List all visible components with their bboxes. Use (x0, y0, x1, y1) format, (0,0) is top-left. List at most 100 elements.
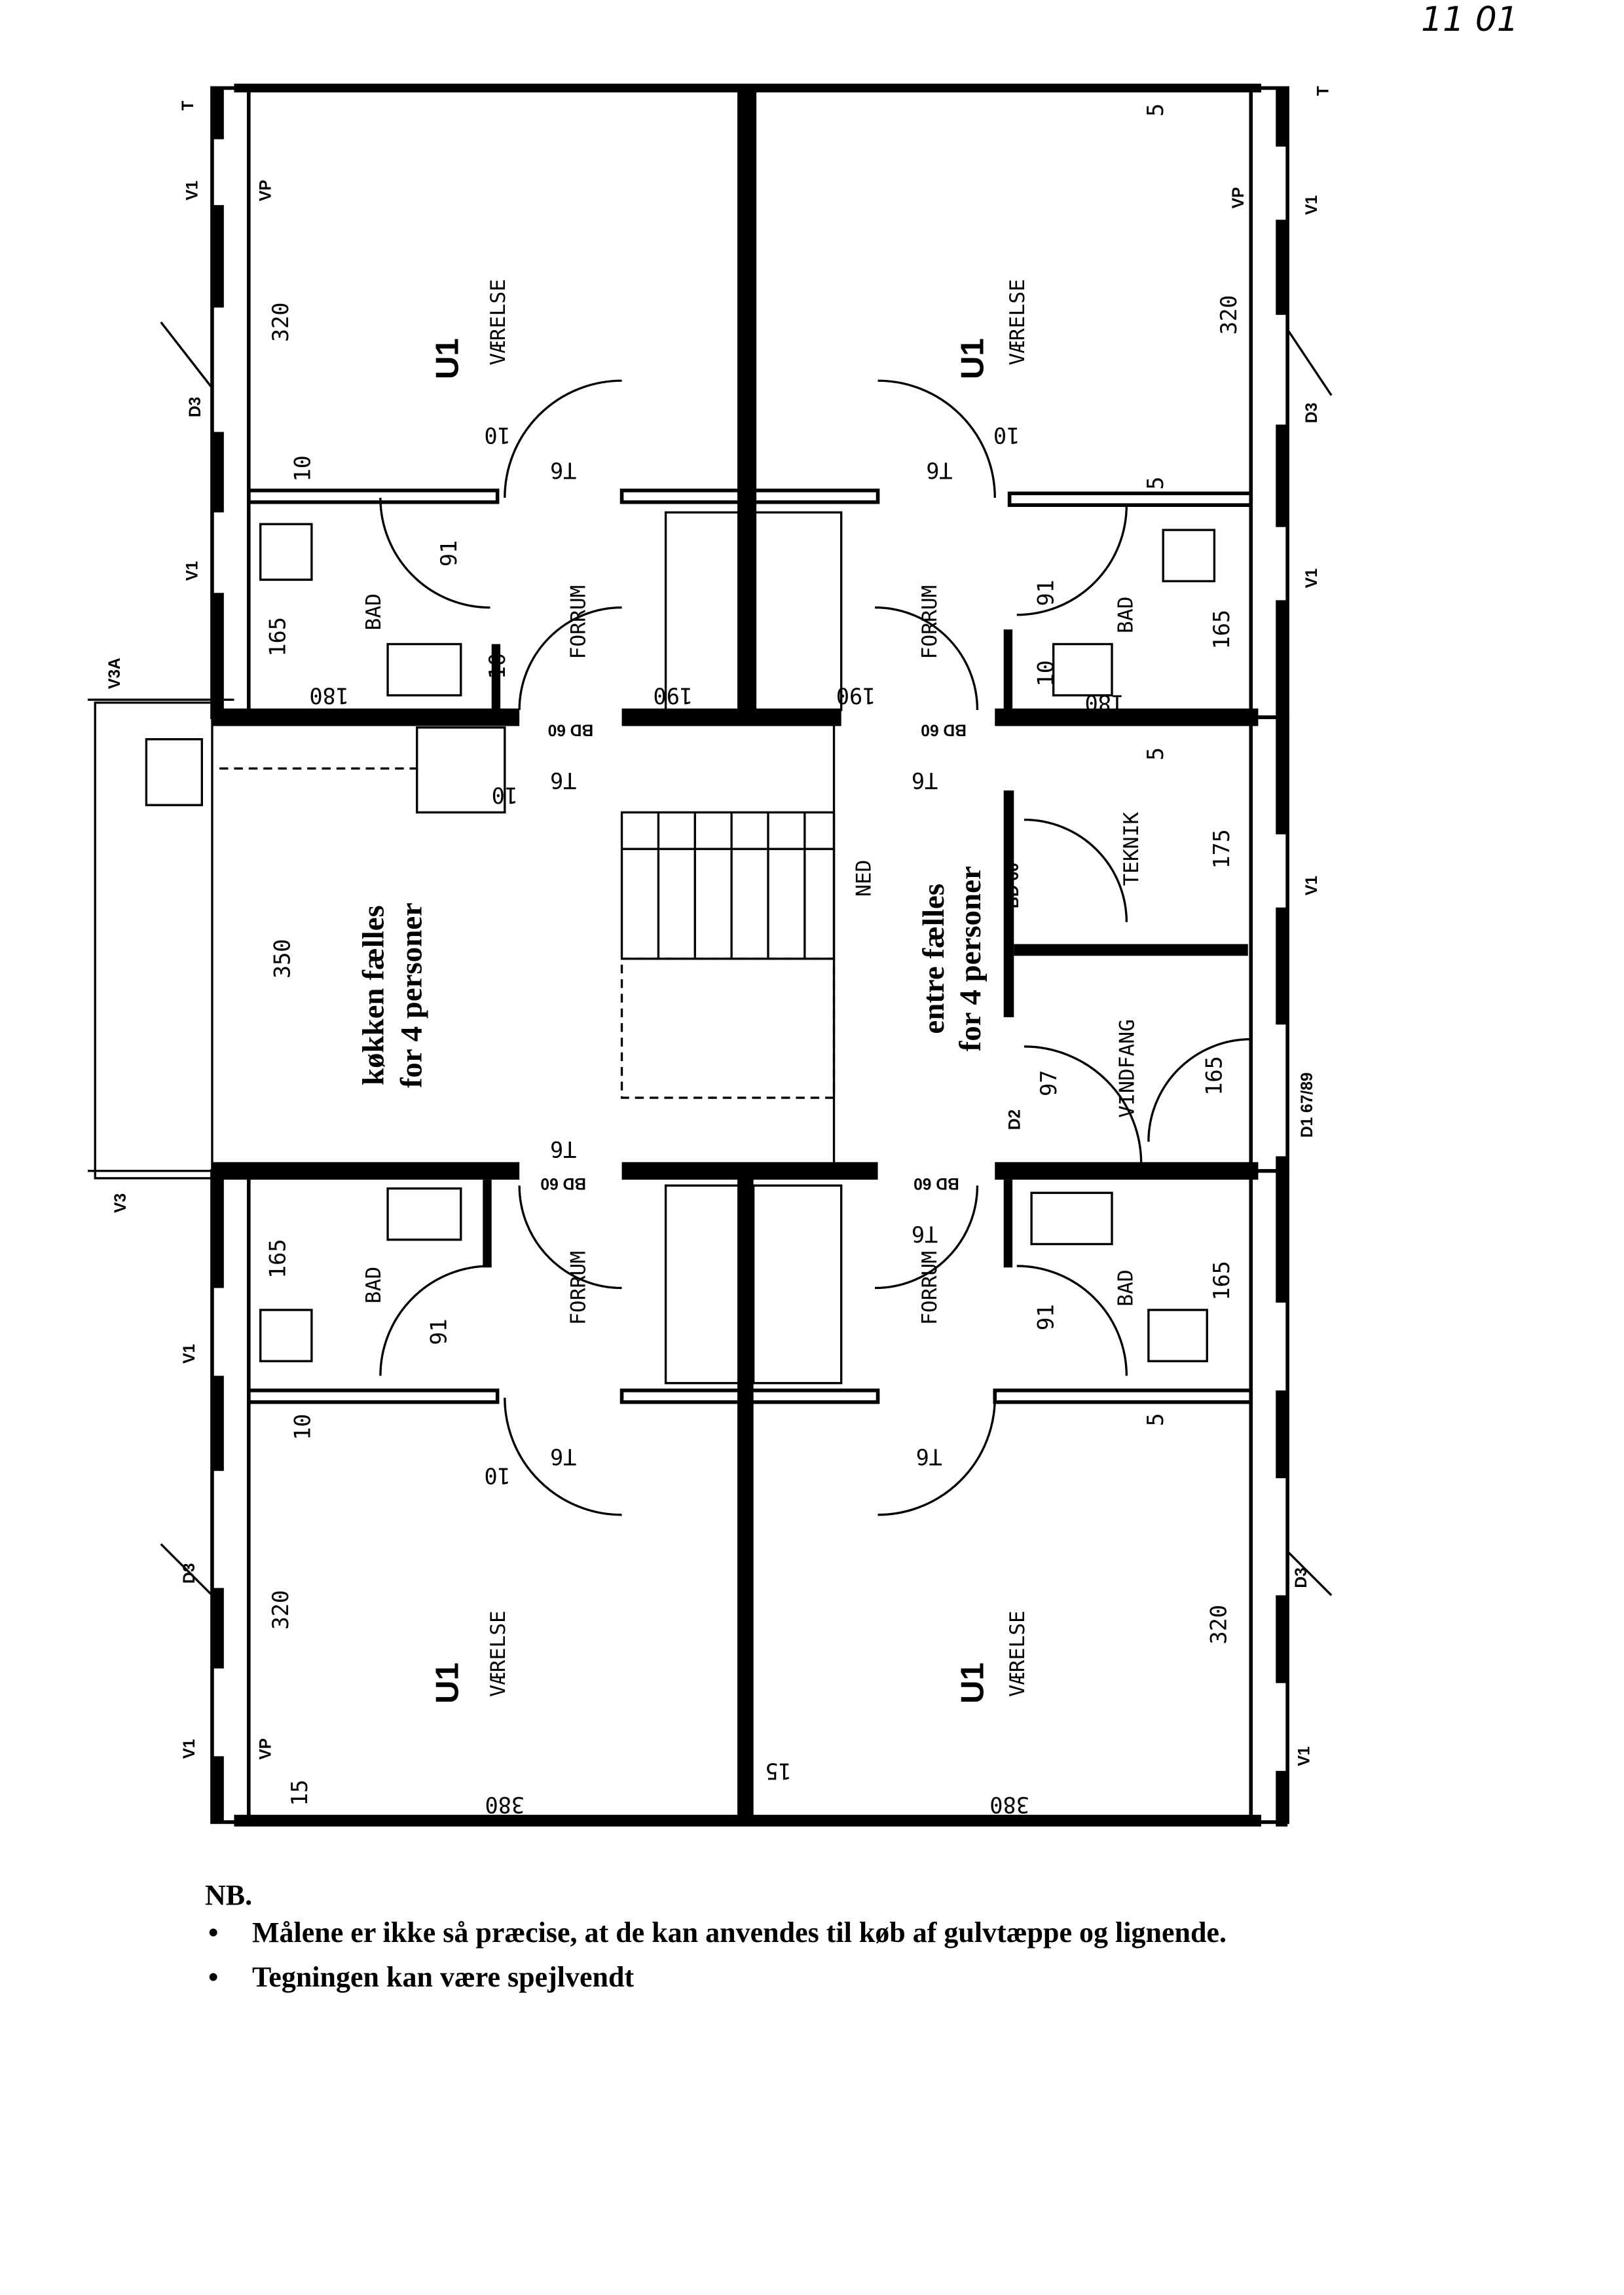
entrance-label-line1: entre fælles (917, 884, 951, 1034)
dimension: 380 (485, 1792, 525, 1818)
page-mark: 11 01 (1421, 0, 1519, 39)
dimension: 97 (1036, 1070, 1061, 1096)
door-labels: BD 60 BD 60 BD 60 BD 60 BD 60 (540, 720, 1022, 1192)
dimension: 10 (290, 455, 316, 481)
dimension: 5 (1143, 1413, 1168, 1426)
dimension: T6 (550, 457, 576, 483)
opening-label: D3 (181, 1563, 198, 1583)
dimension: T6 (912, 1222, 938, 1247)
opening-label: V1 (184, 561, 202, 581)
notes-heading: NB. (205, 1879, 253, 1911)
room-label-vaerelse: VÆRELSE (1006, 1611, 1029, 1697)
dimension: 91 (1033, 1304, 1059, 1330)
room-label-u1: U1 (430, 1662, 465, 1704)
dimension: 91 (436, 540, 462, 567)
dimension: 15 (287, 1780, 312, 1806)
dimension: 5 (1143, 103, 1168, 117)
note-item: Tegningen kan være spejlvendt (252, 1961, 635, 1993)
dimension: 10 (993, 422, 1020, 448)
door-label: BD 60 (548, 720, 594, 738)
opening-label: V1 (1303, 876, 1321, 895)
dimension: T6 (550, 1136, 576, 1162)
dimension: 165 (265, 617, 291, 657)
opening-label: V1 (181, 1344, 198, 1364)
wall-right-lower (1249, 1168, 1289, 1824)
dimension: 91 (426, 1318, 451, 1345)
room-label-forrum: FORRUM (918, 585, 942, 659)
dimension: 5 (1143, 747, 1168, 760)
dimension: 5 (1143, 477, 1168, 490)
opening-label: V1 (1303, 195, 1321, 215)
opening-label: VP (1230, 187, 1247, 209)
room-label-bad: BAD (1114, 596, 1137, 633)
room-label-u1: U1 (430, 338, 465, 379)
dimension: T6 (550, 768, 576, 793)
opening-label: V3A (106, 658, 124, 689)
room-label-vaerelse: VÆRELSE (487, 279, 510, 365)
dimension: 320 (1206, 1605, 1231, 1645)
dimension: T6 (916, 1444, 942, 1469)
dimension: 10 (484, 422, 510, 448)
wall-center-bottom (737, 1170, 754, 1822)
opening-label: V1 (1296, 1746, 1314, 1766)
dimension: 165 (1209, 610, 1234, 650)
room-label-u1: U1 (955, 1662, 990, 1704)
room-label-forrum: FORRUM (918, 1251, 942, 1325)
dimension: 165 (1209, 1261, 1234, 1301)
dimension: 190 (836, 682, 876, 708)
bullet-icon: • (208, 1916, 219, 1949)
door-label: BD 60 (921, 720, 967, 738)
dimension: 10 (484, 1463, 510, 1488)
dimension: 180 (309, 682, 349, 708)
dimension: 180 (1085, 690, 1125, 716)
room-labels: U1 VÆRELSE U1 VÆRELSE U1 VÆRELSE U1 VÆRE… (356, 279, 1143, 1704)
opening-label: V3 (112, 1193, 130, 1213)
dimension: 350 (269, 939, 295, 979)
dimension: 380 (989, 1792, 1029, 1818)
room-label-forrum: FORRUM (567, 585, 591, 659)
opening-label: T (179, 101, 197, 111)
dimension: 10 (492, 782, 518, 808)
door-label: BD 60 (540, 1174, 586, 1192)
opening-label: D3 (1293, 1567, 1310, 1588)
opening-label: V1 (181, 1739, 198, 1759)
dimension: 165 (1202, 1056, 1227, 1096)
dimension: 320 (268, 1590, 293, 1630)
wall-top (234, 83, 1261, 93)
opening-label: V1 (184, 181, 202, 200)
room-label-bad: BAD (362, 1267, 386, 1303)
dimension: 175 (1209, 829, 1234, 869)
room-label-forrum: FORRUM (567, 1251, 591, 1325)
dimension: T6 (550, 1444, 576, 1469)
opening-label: D2 (1006, 1110, 1024, 1130)
dimension-labels: 320 320 320 320 165 165 165 165 350 175 … (265, 103, 1242, 1818)
door-label: BD 60 (1005, 863, 1022, 908)
stair-label-ned: NED (852, 860, 876, 897)
dimension: 10 (1033, 660, 1059, 686)
room-label-vaerelse: VÆRELSE (1006, 279, 1029, 365)
opening-label: D3 (187, 397, 204, 417)
dimension: 10 (485, 653, 510, 679)
dimension: 91 (1033, 580, 1059, 606)
dimension: 320 (1216, 295, 1242, 335)
room-label-u1: U1 (955, 338, 990, 379)
dimension: 15 (765, 1759, 791, 1784)
bullet-icon: • (208, 1961, 219, 1993)
dimension: T6 (912, 768, 938, 793)
kitchen-label-line1: køkken fælles (356, 905, 390, 1085)
opening-label: D3 (1303, 403, 1321, 423)
opening-label: V1 (1303, 569, 1321, 588)
dimension: 165 (265, 1239, 291, 1279)
opening-label: T (1315, 86, 1333, 96)
room-label-bad: BAD (1114, 1269, 1137, 1306)
note-item: Målene er ikke så præcise, at de kan anv… (252, 1916, 1227, 1949)
room-label-vindfang: VINDFANG (1116, 1019, 1139, 1118)
opening-label: D1 67/89 (1299, 1072, 1316, 1138)
walls (88, 83, 1333, 1827)
opening-label: VP (257, 179, 274, 201)
entrance-label-line2: for 4 personer (953, 866, 987, 1051)
dimension: 190 (653, 682, 693, 708)
opening-label: VP (257, 1738, 274, 1760)
dimension: 320 (268, 303, 293, 343)
